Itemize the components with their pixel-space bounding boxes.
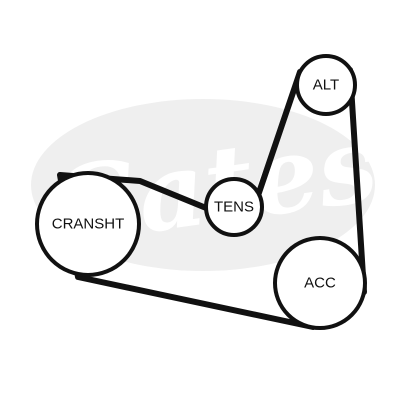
cranksht-label: CRANSHT bbox=[52, 216, 125, 233]
pulley-tens: TENS bbox=[204, 177, 264, 237]
alt-pulley-circle bbox=[295, 54, 357, 116]
pulley-alt: ALT bbox=[295, 54, 357, 116]
pulley-cranksht: CRANSHT bbox=[35, 171, 141, 277]
tens-pulley-circle bbox=[204, 177, 264, 237]
alt-label: ALT bbox=[313, 77, 339, 94]
acc-label: ACC bbox=[304, 275, 336, 292]
acc-pulley-circle bbox=[273, 236, 367, 330]
cranksht-pulley-circle bbox=[35, 171, 141, 277]
tens-label: TENS bbox=[214, 199, 254, 216]
pulley-acc: ACC bbox=[273, 236, 367, 330]
